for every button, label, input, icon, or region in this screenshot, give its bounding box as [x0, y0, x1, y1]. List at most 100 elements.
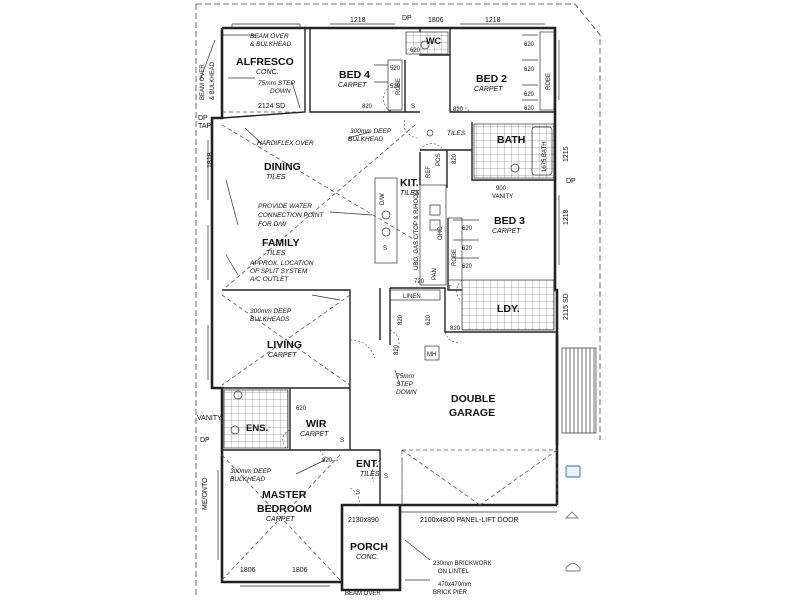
tag-linen-820: 820: [398, 314, 404, 325]
gallery-icon[interactable]: [565, 465, 581, 478]
room-label-alfresco: ALFRESCO: [236, 56, 294, 68]
dim-top-right: 1218: [485, 17, 501, 24]
room-label-ent: ENT.: [356, 458, 379, 470]
tag-720: 720: [414, 279, 425, 285]
note-pier-2: BRICK PIER: [433, 590, 468, 596]
tag-wir-s: S: [340, 438, 344, 444]
print-icon[interactable]: [564, 511, 580, 519]
fan-icon: [426, 129, 434, 137]
tag-linen-620: 620: [426, 314, 432, 325]
room-label-dining: DINING: [264, 161, 301, 173]
note-beam-over-left-2: & BULKHEAD: [210, 61, 216, 100]
room-label-double: DOUBLE: [451, 393, 495, 405]
dim-left-dp2: DP: [200, 437, 210, 444]
note-vanity-1: 900: [496, 186, 507, 192]
note-step-down-2: DOWN: [270, 88, 291, 95]
bathtub-icon: [531, 126, 553, 176]
tag-ent-s: S: [384, 474, 388, 480]
leader-lines: [199, 34, 431, 581]
tag-bed2-820: 820: [453, 107, 464, 113]
note-split-2: OF SPLIT SYSTEM: [250, 268, 308, 275]
ldy-tiles: [461, 279, 555, 331]
tag-pan: PAN: [432, 268, 438, 280]
note-water-1: PROVIDE WATER: [258, 203, 312, 210]
tag-pos: POS: [436, 153, 442, 166]
room-sub-bed2: CARPET: [474, 86, 503, 93]
wc-tiles: [405, 31, 449, 55]
room-sub-family: TILES: [266, 250, 286, 257]
note-beam-over-2: & BULKHEAD: [250, 41, 291, 48]
robe-bed4: [387, 59, 403, 111]
tag-living-820: 820: [394, 344, 400, 355]
tag-hall-820: 820: [452, 153, 458, 164]
note-bulkheads-living-2: BULKHEADS: [250, 316, 290, 323]
tag-master-820: 820: [322, 458, 333, 464]
cooktop-icon: [429, 204, 441, 231]
note-beam-over-left-1: BEAM OVER: [200, 64, 206, 100]
dim-top-mid: 1806: [428, 17, 444, 24]
dim-alfresco-sd: 2124 SD: [258, 103, 285, 110]
tag-bed3-620b: 620: [462, 246, 473, 252]
tag-bed2-620b: 620: [524, 67, 535, 73]
note-bulkhead-master-1: 300mm DEEP: [230, 468, 272, 475]
interior-walls: [221, 28, 557, 505]
room-label-bed2: BED 2: [476, 73, 507, 85]
tag-bed3-620a: 620: [462, 226, 473, 232]
windows: [207, 23, 560, 587]
tag-bed4-520a: 520: [390, 66, 401, 72]
tag-bed4-820: 820: [362, 104, 373, 110]
room-sub-porch: CONC.: [356, 554, 379, 561]
tag-kit-s: S: [383, 246, 387, 252]
ens-basin-icon: [233, 390, 243, 400]
note-split-3: A/C OUTLET: [249, 276, 289, 283]
tag-bed4-robe: ROBE: [396, 78, 402, 95]
dim-bottom-1806b: 1806: [292, 567, 308, 574]
tag-t: T: [448, 286, 452, 292]
note-step-garage-3: DOWN: [396, 389, 417, 396]
dim-right-1218: 1218: [563, 209, 570, 225]
room-label-linen: LINEN: [403, 294, 421, 300]
note-brickwork-2: ON LINTEL: [438, 569, 470, 575]
driveway: [401, 460, 558, 505]
room-label-bath: BATH: [497, 134, 525, 146]
car-icon[interactable]: [565, 563, 581, 572]
note-tiles-hall: TILES: [447, 130, 466, 137]
room-sub-master: CARPET: [266, 516, 295, 523]
note-pier-1: 470x470mm: [438, 582, 471, 588]
bath-tiles: [473, 123, 555, 179]
dim-right-2115: 2115 SD: [563, 293, 570, 320]
toilet-icon: [420, 40, 430, 50]
note-kitchen-appliances: UBO, GAS C/TOP & R/HOOD: [414, 189, 420, 270]
ens-tiles: [223, 389, 289, 449]
tag-wir-620: 620: [296, 406, 307, 412]
dim-left-mt: ME/ONTO: [202, 477, 209, 510]
note-bulkheads-living-1: 300mm DEEP: [250, 308, 292, 315]
tag-bed2-620c: 620: [524, 92, 535, 98]
dim-top-left: 1218: [350, 17, 366, 24]
note-split-1: APPROX. LOCATION: [249, 260, 314, 267]
tag-bed2-robe: ROBE: [546, 73, 552, 90]
sink-icon: [381, 210, 391, 220]
note-bulkhead-master-2: BULKHEAD: [230, 476, 265, 483]
deck-hatch: [561, 347, 597, 434]
note-bulkhead-kit-2: BULKHEAD: [348, 136, 383, 143]
tag-bed2-620d: 620: [524, 106, 535, 112]
note-brickwork-1: 230mm BRICKWORK: [433, 561, 492, 567]
note-step-garage-1: 75mm: [396, 373, 415, 380]
room-label-ldy: LDY.: [497, 303, 520, 315]
site-boundary: [195, 3, 601, 595]
room-label-kit: KIT.: [400, 177, 419, 189]
room-sub-wir: CARPET: [300, 431, 329, 438]
door-marks: [374, 34, 538, 259]
dim-garage-door: 2100x4800 PANEL-LIFT DOOR: [420, 517, 519, 524]
note-hardiflex: HARDIFLEX OVER: [257, 140, 314, 147]
room-sub-dining: TILES: [266, 174, 286, 181]
note-step-down-1: 75mm STEP: [258, 80, 296, 87]
note-step-garage-2: STEP: [396, 381, 414, 388]
room-label-ens: ENS.: [246, 423, 268, 434]
tag-bed4-520b: 520: [390, 84, 401, 90]
dim-left-vanity: VANITY: [197, 415, 222, 422]
tag-master-s: S: [356, 490, 360, 496]
room-sub-kit: TILES: [400, 190, 420, 197]
